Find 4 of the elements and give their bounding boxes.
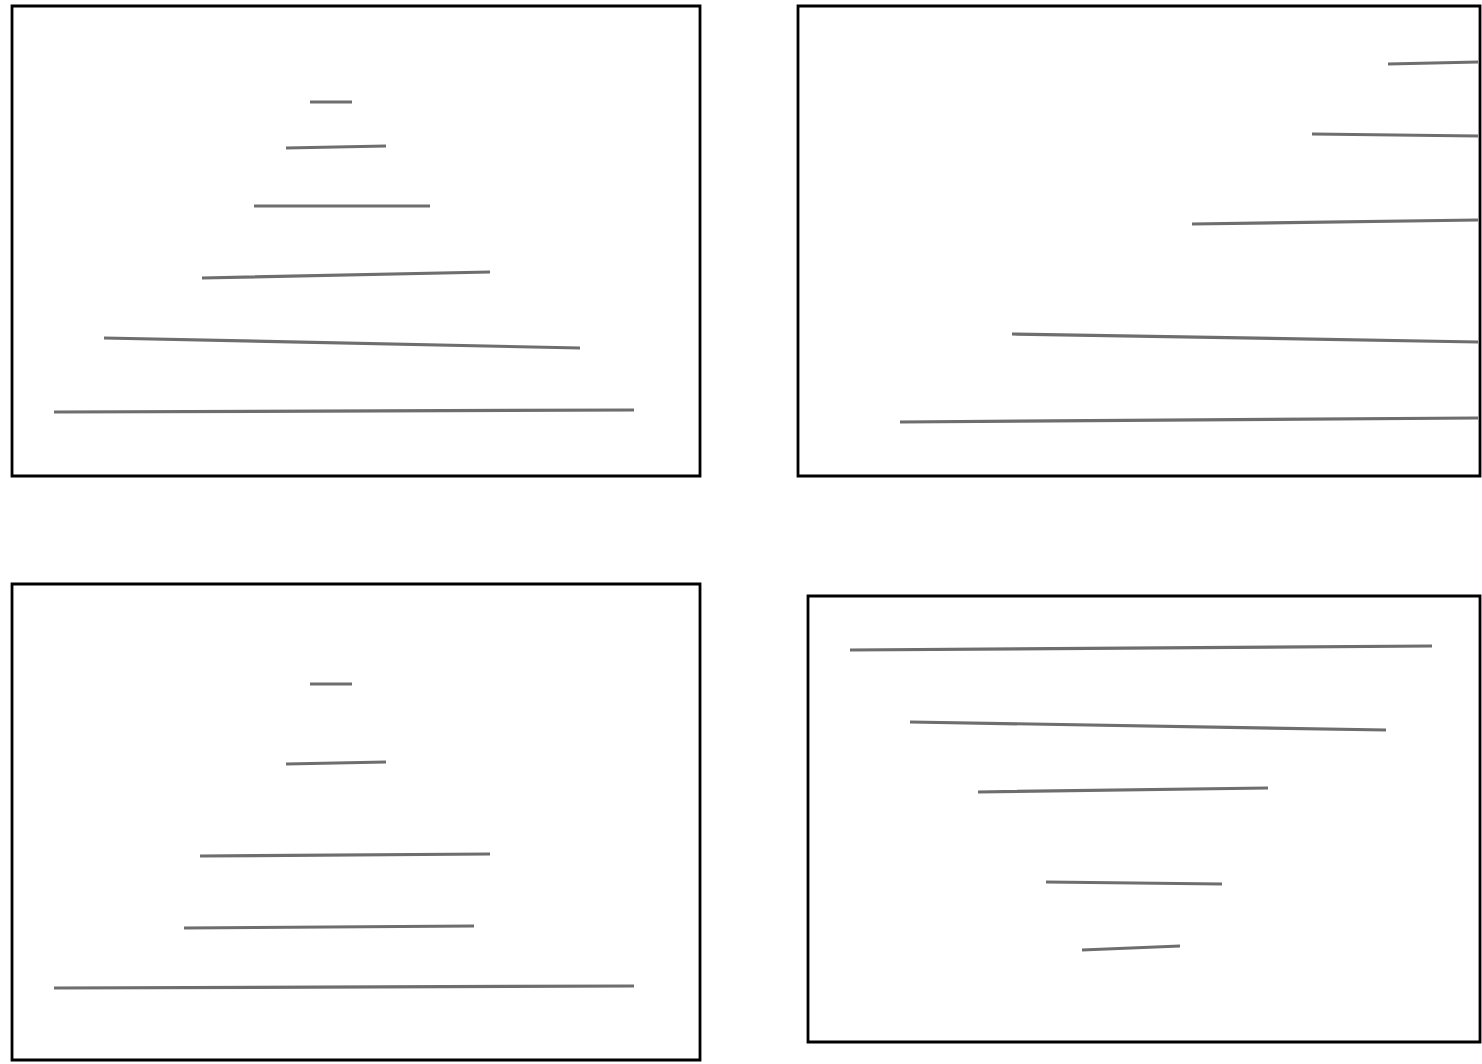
panel-box [796, 4, 1482, 478]
panel-box [10, 582, 702, 1062]
panel-box [10, 4, 702, 478]
panel-box [806, 594, 1482, 1044]
